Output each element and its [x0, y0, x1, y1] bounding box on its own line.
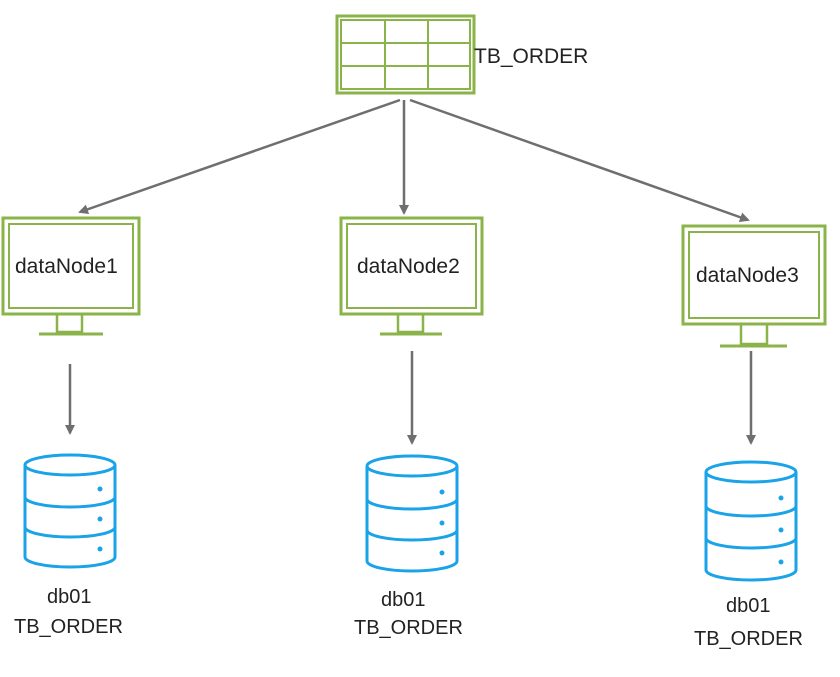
datanode1-label: dataNode1	[15, 255, 118, 278]
distribution-arrows	[78, 98, 750, 223]
table-grid-icon	[335, 14, 476, 95]
monitor-icon	[681, 224, 827, 348]
db1-table: TB_ORDER	[14, 616, 123, 638]
database-icon	[23, 453, 117, 569]
table-label: TB_ORDER	[474, 45, 588, 68]
arrow-to-datanode3	[409, 98, 750, 223]
arrow-to-datanode1	[78, 98, 401, 215]
monitor-icon	[1, 216, 141, 336]
storage-arrows	[65, 351, 756, 445]
db2-name: db01	[381, 589, 426, 611]
db1-name: db01	[47, 586, 92, 608]
datanode3-label: dataNode3	[696, 264, 799, 287]
datanode2-label: dataNode2	[357, 255, 460, 278]
database-icon	[365, 454, 459, 573]
db3-name: db01	[726, 595, 771, 617]
database-icon	[704, 460, 798, 582]
monitor-icon	[339, 216, 484, 336]
db2-table: TB_ORDER	[354, 617, 463, 639]
db3-table: TB_ORDER	[694, 628, 803, 650]
